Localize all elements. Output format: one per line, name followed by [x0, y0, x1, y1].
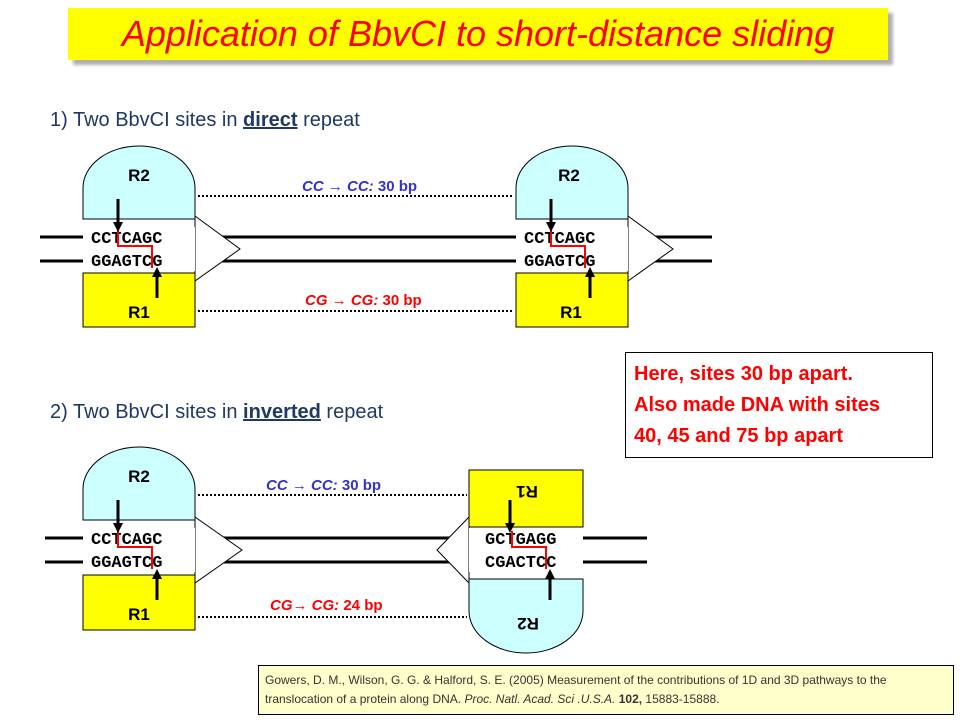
- section-1-heading: 1) Two BbvCI sites in direct repeat: [50, 109, 360, 132]
- site-2-inverted: R1 GCTGAGG CGACTCC R2: [436, 469, 584, 654]
- site-direction-arrow: [436, 515, 470, 585]
- sequence-bottom: GGAGTCG: [524, 253, 595, 272]
- r1-subunit: [468, 469, 584, 528]
- title-banner: Application of BbvCI to short-distance s…: [68, 8, 888, 60]
- cg-distance-label: CG → CG: 30 bp: [305, 292, 422, 309]
- note-line-1: Here, sites 30 bp apart.: [634, 363, 853, 385]
- reference-pages: 15883-15888.: [642, 692, 720, 706]
- sequence-top: CCTCAGC: [91, 230, 162, 249]
- section-1-keyword: direct: [243, 109, 298, 131]
- sequence-background: [83, 528, 195, 572]
- sequence-bottom: CGACTCC: [485, 554, 556, 573]
- sequence-top: CCTCAGC: [91, 531, 162, 550]
- cg-distance-label: CG→ CG: 24 bp: [270, 597, 383, 614]
- section-1-prefix: 1) Two BbvCI sites in: [50, 109, 244, 131]
- reference-volume: 102,: [615, 692, 643, 706]
- sequence-bottom: GGAGTCG: [91, 253, 162, 272]
- reference-citation: Gowers, D. M., Wilson, G. G. & Halford, …: [258, 665, 954, 715]
- r2-subunit: [515, 145, 629, 220]
- section-2-heading: 2) Two BbvCI sites in inverted repeat: [50, 401, 383, 424]
- r1-label: R1: [560, 303, 582, 322]
- note-box: Here, sites 30 bp apart. Also made DNA w…: [625, 352, 933, 458]
- r2-subunit: [82, 446, 196, 521]
- section-2-prefix: 2) Two BbvCI sites in: [50, 401, 244, 423]
- note-line-3: 40, 45 and 75 bp apart: [634, 425, 843, 447]
- sequence-top: GCTGAGG: [485, 531, 556, 550]
- sequence-background: [469, 528, 583, 572]
- sequence-background: [516, 227, 628, 271]
- site-direction-arrow: [194, 215, 241, 282]
- r1-subunit: [82, 272, 196, 328]
- direct-repeat-diagram: R2 CCTCAGC GGAGTCG R1 R2 CCTCAGC GGAGTCG…: [40, 145, 712, 328]
- site-direction-arrow: [194, 516, 243, 584]
- r1-label: R1: [516, 482, 538, 501]
- r2-label: R2: [128, 166, 150, 185]
- cut-site-line: [550, 230, 586, 268]
- cut-site-line: [117, 531, 153, 569]
- section-2-suffix: repeat: [320, 401, 384, 423]
- site-2: R2 CCTCAGC GGAGTCG R1: [515, 145, 674, 328]
- cut-site-line: [117, 230, 153, 268]
- r2-label: R2: [517, 614, 539, 633]
- inverted-repeat-diagram: R2 CCTCAGC GGAGTCG R1 R1 GCTGAGG CGACTCC…: [45, 446, 647, 654]
- r2-subunit: [82, 145, 196, 220]
- reference-text: Gowers, D. M., Wilson, G. G. & Halford, …: [265, 673, 887, 706]
- cc-distance-label: CC → CC: 30 bp: [266, 477, 381, 494]
- section-2-keyword: inverted: [243, 401, 321, 423]
- reference-journal: Proc. Natl. Acad. Sci .U.S.A.: [464, 692, 616, 706]
- sequence-bottom: GGAGTCG: [91, 554, 162, 573]
- slide-title: Application of BbvCI to short-distance s…: [121, 13, 835, 54]
- sequence-top: CCTCAGC: [524, 230, 595, 249]
- r1-label: R1: [128, 303, 150, 322]
- r1-subunit: [82, 574, 196, 631]
- section-1-suffix: repeat: [297, 109, 360, 131]
- r2-subunit: [468, 578, 584, 654]
- r1-label: R1: [128, 605, 150, 624]
- r1-subunit: [515, 272, 629, 328]
- cc-distance-label: CC → CC: 30 bp: [302, 178, 417, 195]
- r2-label: R2: [128, 467, 150, 486]
- note-line-2: Also made DNA with sites: [634, 394, 880, 416]
- site-1: R2 CCTCAGC GGAGTCG R1: [82, 446, 243, 631]
- cut-site-line: [511, 531, 547, 569]
- site-direction-arrow: [627, 215, 674, 282]
- sequence-background: [83, 227, 195, 271]
- site-1: R2 CCTCAGC GGAGTCG R1: [82, 145, 241, 328]
- r2-label: R2: [558, 166, 580, 185]
